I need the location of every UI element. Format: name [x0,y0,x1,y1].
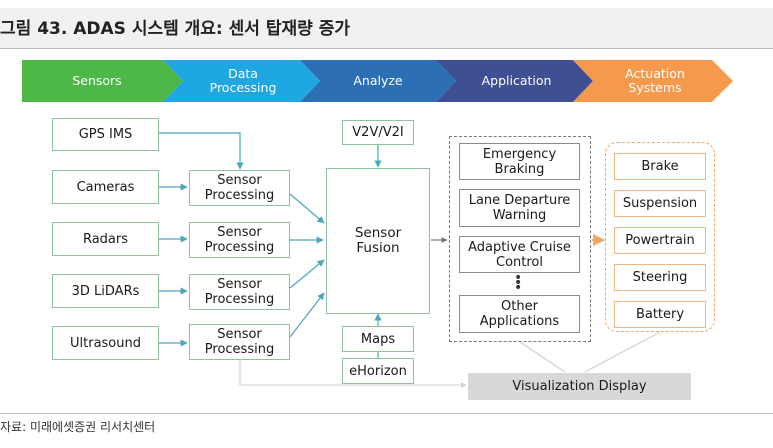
visualization-display: Visualization Display [468,373,691,400]
actuation-brake: Brake [614,153,706,180]
stage-label-actuation: Actuation Systems [625,66,685,95]
actuation-steering: Steering [614,264,706,291]
arrow-proc3-to-fusion [289,259,325,289]
sensor-3d-lidars: 3D LiDARs [52,274,159,308]
stage-analyze-chevron [300,60,456,102]
applications-group [449,136,591,342]
sensor-fusion-box: Sensor Fusion [326,168,430,314]
more-applications-ellipsis: ••• [514,270,523,296]
actuation-suspension: Suspension [614,190,706,217]
sensor-processing-4: Sensor Processing [189,324,290,360]
stage-application-chevron [436,60,593,102]
sensor-ultrasound: Ultrasound [52,326,159,360]
footer-divider [0,413,773,414]
maps-box: Maps [342,326,414,352]
actuation-powertrain: Powertrain [614,227,706,254]
actuation-battery: Battery [614,301,706,328]
line-processing-to-visualization [239,359,467,388]
sensor-processing-2: Sensor Processing [189,222,290,258]
stage-data-processing-chevron [163,60,320,102]
arrow-proc4-to-fusion [289,292,325,338]
line-actuation-to-visualization [584,331,661,373]
stage-label-sensors: Sensors [72,73,122,88]
sensor-radars: Radars [52,222,159,256]
title-bar [0,8,773,49]
stage-label-data-processing: Data Processing [209,66,277,95]
arrow-proc1-to-fusion [289,193,325,224]
sensor-gps-ims: GPS IMS [52,118,159,151]
line-applications-to-visualization [519,341,566,373]
sensor-processing-3: Sensor Processing [189,274,290,310]
stage-label-analyze: Analyze [353,73,403,88]
v2v-v2i-box: V2V/V2I [342,120,414,145]
source-note: 자료: 미래에셋증권 리서치센터 [0,420,156,434]
actuation-group [605,142,715,332]
stage-sensors-chevron [22,60,183,102]
sensor-cameras: Cameras [52,170,159,204]
app-other-applications: Other Applications [459,295,580,333]
app-lane-departure-warning: Lane Departure Warning [459,189,580,227]
app-adaptive-cruise-control: Adaptive Cruise Control [459,236,580,273]
arrow-gps-to-processing [159,132,244,170]
stage-label-application: Application [481,73,552,88]
app-emergency-braking: Emergency Braking [459,143,580,180]
figure-title: 그림 43. ADAS 시스템 개요: 센서 탑재량 증가 [0,19,350,39]
stage-actuation-chevron [573,60,733,102]
ehorizon-box: eHorizon [342,358,414,384]
sensor-processing-1: Sensor Processing [189,170,290,206]
